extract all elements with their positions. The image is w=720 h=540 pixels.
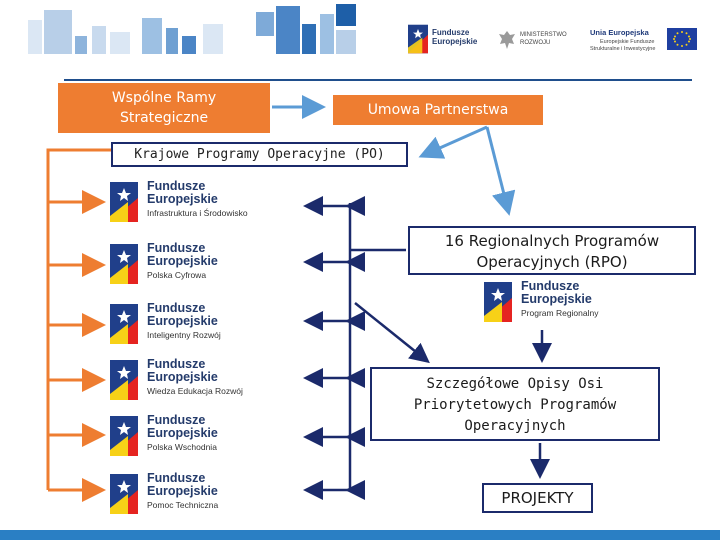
program-line1: Fundusze	[147, 241, 206, 255]
szczegolowe-line3: Operacyjnych	[464, 418, 566, 434]
footer-bar	[0, 530, 720, 540]
fe-flag-icon	[110, 416, 138, 456]
szczegolowe-opisy-box: Szczegółowe Opisy Osi Priorytetowych Pro…	[370, 367, 660, 441]
program-line1: Fundusze	[521, 279, 580, 293]
program-name: Polska Cyfrowa	[147, 270, 207, 280]
program-logo-polska-wschodnia: Fundusze Europejskie Polska Wschodnia	[110, 414, 280, 462]
wspolne-ramy-line1: Wspólne Ramy	[111, 90, 217, 106]
eu-line1: Unia Europejska	[590, 28, 649, 37]
projekty-box: PROJEKTY	[482, 483, 593, 513]
navy-arrows	[303, 196, 365, 500]
program-logo-wiedza: Fundusze Europejskie Wiedza Edukacja Roz…	[110, 358, 280, 406]
fe-flag-icon	[110, 304, 138, 344]
eu-flag-icon	[667, 28, 697, 50]
eu-line2: Europejskie Fundusze	[600, 39, 655, 45]
rpo-line1: 16 Regionalnych Programów	[444, 232, 660, 250]
rpo-line2: Operacyjnych (RPO)	[476, 253, 628, 271]
program-name: Polska Wschodnia	[147, 442, 217, 452]
umowa-partnerstwa-box: Umowa Partnerstwa	[333, 95, 543, 125]
krajowe-po-box: Krajowe Programy Operacyjne (PO)	[111, 142, 408, 167]
fe-header-line2: Europejskie	[432, 37, 478, 46]
program-logo-regionalny: Fundusze Europejskie Program Regionalny	[484, 280, 654, 328]
blue-arrows	[272, 95, 516, 216]
program-name: Infrastruktura i Środowisko	[147, 208, 248, 218]
program-line2: Europejskie	[147, 426, 218, 440]
krajowe-po-label: Krajowe Programy Operacyjne (PO)	[134, 147, 385, 162]
orange-arrows	[48, 190, 106, 502]
program-line1: Fundusze	[147, 413, 206, 427]
fe-flag-icon	[110, 244, 138, 284]
ministry-line2: ROZWOJU	[520, 40, 551, 46]
eu-line3: Strukturalne i Inwestycyjne	[590, 46, 656, 52]
fe-flag-icon	[408, 24, 428, 54]
umowa-partnerstwa-label: Umowa Partnerstwa	[367, 102, 509, 118]
szczegolowe-line2: Priorytetowych Programów	[413, 397, 617, 413]
program-line2: Europejskie	[147, 314, 218, 328]
program-logo-pomoc-techniczna: Fundusze Europejskie Pomoc Techniczna	[110, 472, 280, 520]
eu-logo: Unia Europejska Europejskie Fundusze Str…	[590, 24, 700, 58]
program-line2: Europejskie	[147, 370, 218, 384]
ministry-logo: MINISTERSTWO ROZWOJU	[498, 28, 578, 54]
program-line1: Fundusze	[147, 301, 206, 315]
wspolne-ramy-box: Wspólne Ramy Strategiczne	[58, 83, 270, 133]
fe-header-line1: Fundusze	[432, 28, 470, 37]
program-line2: Europejskie	[147, 254, 218, 268]
navy-down-arrows	[354, 302, 552, 479]
program-line1: Fundusze	[147, 471, 206, 485]
wspolne-ramy-line2: Strategiczne	[119, 110, 209, 126]
eagle-emblem-icon	[499, 31, 515, 49]
fe-flag-icon	[110, 182, 138, 222]
navy-bracket	[348, 203, 406, 492]
projekty-label: PROJEKTY	[501, 489, 574, 507]
program-name: Program Regionalny	[521, 308, 599, 318]
program-logo-inteligentny-rozwoj: Fundusze Europejskie Inteligentny Rozwój	[110, 302, 280, 350]
program-name: Pomoc Techniczna	[147, 500, 219, 510]
program-line2: Europejskie	[147, 484, 218, 498]
rpo-box: 16 Regionalnych Programów Operacyjnych (…	[408, 226, 696, 275]
fe-flag-icon	[110, 474, 138, 514]
orange-connector	[46, 148, 113, 490]
ministry-line1: MINISTERSTWO	[520, 32, 567, 38]
program-name: Wiedza Edukacja Rozwój	[147, 386, 243, 396]
program-name: Inteligentny Rozwój	[147, 330, 221, 340]
program-line1: Fundusze	[147, 179, 206, 193]
program-logo-infrastruktura: Fundusze Europejskie Infrastruktura i Śr…	[110, 180, 280, 228]
program-line2: Europejskie	[147, 192, 218, 206]
fe-header-logo: Fundusze Europejskie	[408, 22, 488, 58]
fe-flag-icon	[484, 282, 512, 322]
fe-flag-icon	[110, 360, 138, 400]
program-logo-polska-cyfrowa: Fundusze Europejskie Polska Cyfrowa	[110, 242, 280, 290]
program-line2: Europejskie	[521, 292, 592, 306]
program-line1: Fundusze	[147, 357, 206, 371]
szczegolowe-line1: Szczegółowe Opisy Osi	[426, 376, 604, 392]
header-divider	[64, 79, 692, 81]
